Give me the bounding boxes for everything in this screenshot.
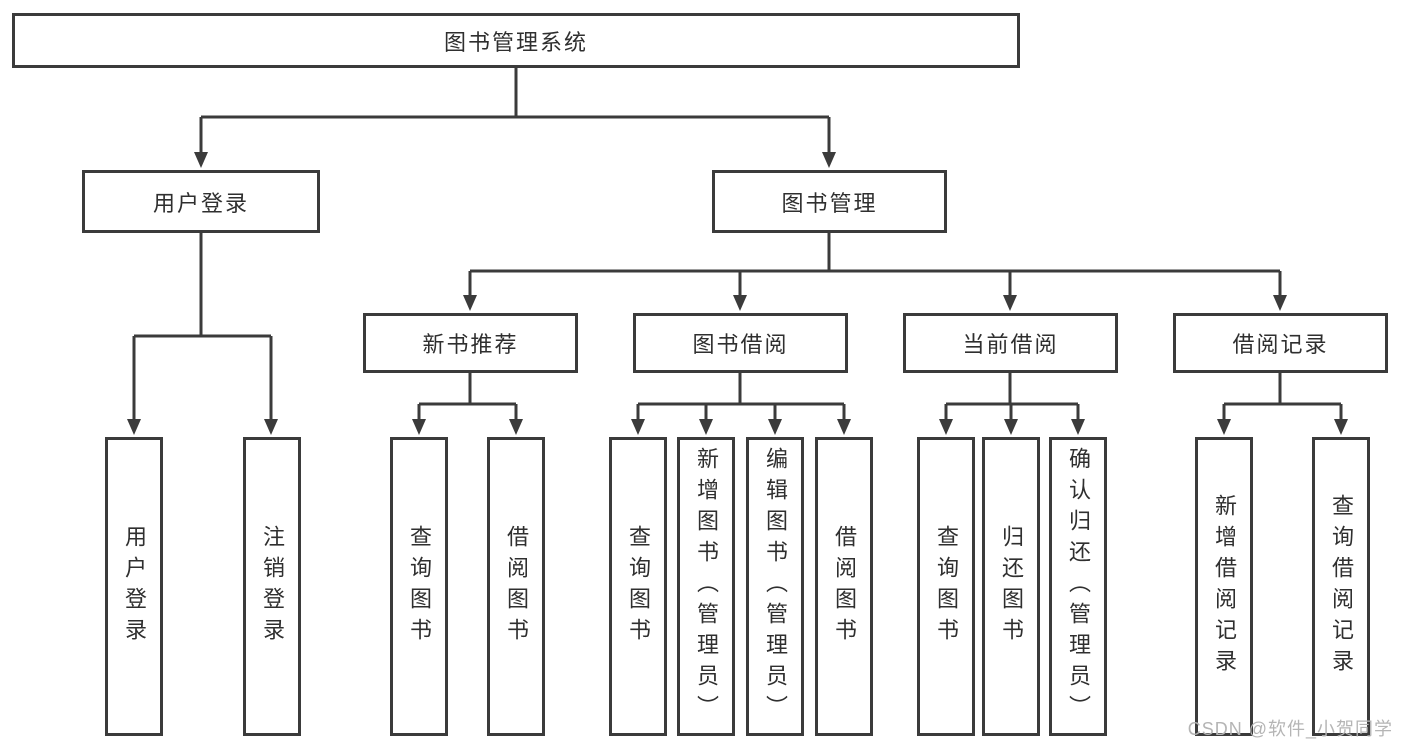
arrowheads: [127, 152, 1348, 435]
leaf-borrow-books-recommend-label: 借阅图书: [504, 524, 529, 649]
leaf-logout: 注销登录: [243, 437, 301, 736]
leaf-query-books-recommend: 查询图书: [390, 437, 448, 736]
leaf-edit-book-admin-label: 编辑图书（管理员）: [763, 447, 788, 726]
node-new-book-recommend: 新书推荐: [363, 313, 578, 373]
node-book-borrow: 图书借阅: [633, 313, 848, 373]
leaf-add-book-admin-label: 新增图书（管理员）: [694, 447, 719, 726]
leaf-add-borrow-record-label: 新增借阅记录: [1212, 493, 1237, 680]
leaf-borrow-books-label: 借阅图书: [832, 524, 857, 649]
node-user-login-branch: 用户登录: [82, 170, 320, 233]
leaf-logout-label: 注销登录: [260, 524, 285, 649]
leaf-return-book: 归还图书: [982, 437, 1040, 736]
node-current-borrow-label: 当前借阅: [962, 332, 1059, 357]
node-current-borrow: 当前借阅: [903, 313, 1118, 373]
leaf-return-book-label: 归还图书: [999, 524, 1024, 649]
node-root: 图书管理系统: [12, 13, 1020, 68]
node-book-management: 图书管理: [712, 170, 947, 233]
leaf-query-books-borrow-label: 查询图书: [626, 524, 651, 649]
leaf-query-books-borrow: 查询图书: [609, 437, 667, 736]
leaf-user-login: 用户登录: [105, 437, 163, 736]
leaf-confirm-return-admin: 确认归还（管理员）: [1049, 437, 1107, 736]
watermark-text: CSDN @软件_小贺同学: [1187, 719, 1393, 739]
leaf-query-borrow-record-label: 查询借阅记录: [1329, 493, 1354, 680]
leaf-borrow-books: 借阅图书: [815, 437, 873, 736]
leaf-add-book-admin: 新增图书（管理员）: [677, 437, 735, 736]
node-borrow-records-label: 借阅记录: [1232, 332, 1329, 357]
node-user-login-branch-label: 用户登录: [152, 190, 249, 216]
node-root-label: 图书管理系统: [443, 29, 588, 55]
node-book-borrow-label: 图书借阅: [692, 332, 789, 357]
leaf-add-borrow-record: 新增借阅记录: [1195, 437, 1253, 736]
node-book-management-label: 图书管理: [781, 190, 878, 216]
leaf-confirm-return-admin-label: 确认归还（管理员）: [1066, 447, 1091, 726]
connector-paths: [132, 68, 1343, 422]
leaf-query-books-current-label: 查询图书: [934, 524, 959, 649]
leaf-query-books-current: 查询图书: [917, 437, 975, 736]
node-new-book-recommend-label: 新书推荐: [422, 332, 519, 357]
leaf-query-books-recommend-label: 查询图书: [407, 524, 432, 649]
leaf-query-borrow-record: 查询借阅记录: [1312, 437, 1370, 736]
leaf-borrow-books-recommend: 借阅图书: [487, 437, 545, 736]
leaf-user-login-label: 用户登录: [122, 524, 147, 649]
node-borrow-records: 借阅记录: [1173, 313, 1388, 373]
leaf-edit-book-admin: 编辑图书（管理员）: [746, 437, 804, 736]
